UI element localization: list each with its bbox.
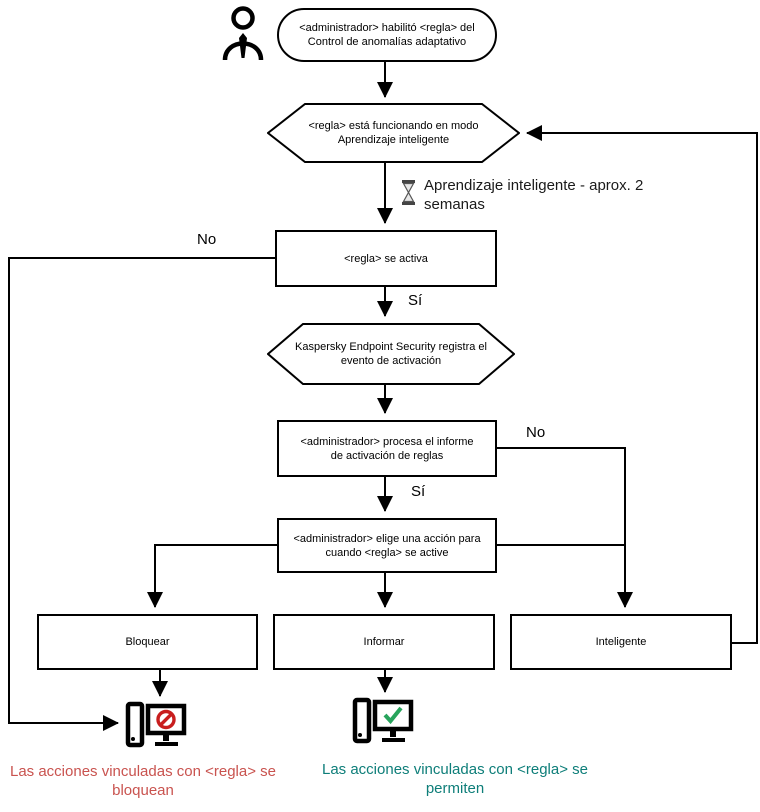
node-chooses-action: <administrador> elige una acción para cu… [277, 518, 497, 573]
node-start-label: <administrador> habilitó <regla> del Con… [299, 22, 475, 48]
edge-label-si-2: Sí [411, 483, 426, 500]
edge-label-no-left: No [197, 231, 217, 248]
edge-label-si-1: Sí [408, 292, 423, 309]
node-processes-report-label: <administrador> procesa el informe de ac… [300, 435, 474, 462]
node-block-label: Bloquear [125, 636, 170, 648]
node-smart-label: Inteligente [595, 636, 647, 648]
node-learning-mode: <regla> está funcionando en modo Aprendi… [267, 103, 520, 163]
node-rule-triggers: <regla> se activa [275, 230, 497, 287]
node-rule-triggers-label: <regla> se activa [344, 252, 428, 265]
node-inform-label: Informar [363, 636, 405, 648]
hourglass-icon [401, 179, 416, 206]
computer-allowed-icon [352, 697, 414, 749]
caption-allowed: Las acciones vinculadas con <regla> se p… [321, 761, 588, 797]
node-learning-mode-label: <regla> está funcionando en modo Aprendi… [308, 120, 479, 146]
computer-blocked-icon [125, 701, 187, 753]
node-start: <administrador> habilitó <regla> del Con… [277, 8, 497, 62]
node-processes-report: <administrador> procesa el informe de ac… [277, 420, 497, 477]
node-registers-event-label: Kaspersky Endpoint Security registra el … [295, 341, 487, 367]
node-inform: Informar [273, 614, 495, 670]
node-smart: Inteligente [510, 614, 732, 670]
learning-note: Aprendizaje inteligente - aprox. 2 seman… [424, 177, 644, 213]
node-registers-event: Kaspersky Endpoint Security registra el … [267, 323, 515, 385]
node-block: Bloquear [37, 614, 258, 670]
caption-blocked: Las acciones vinculadas con <regla> se b… [9, 763, 276, 799]
node-chooses-action-label: <administrador> elige una acción para cu… [293, 532, 481, 559]
person-icon [222, 4, 264, 64]
edge-label-no-right: No [526, 424, 546, 441]
